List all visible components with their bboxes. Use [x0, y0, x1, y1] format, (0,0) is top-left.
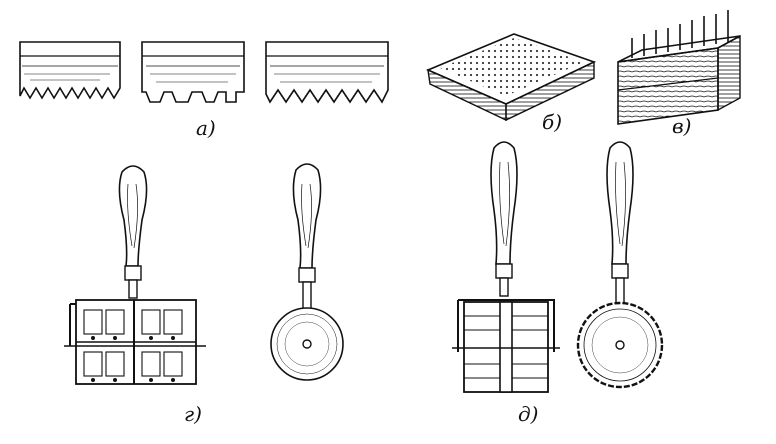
single-wheel-roller: [270, 163, 344, 381]
multi-wheel-roller: [64, 165, 206, 385]
drum-roller: [452, 141, 560, 393]
toothed-wheel-roller: [576, 141, 664, 389]
label-g: г): [184, 402, 202, 426]
label-d: д): [518, 402, 539, 426]
comb-scraper-1: [19, 41, 121, 100]
label-b: б): [542, 110, 563, 134]
comb-scraper-2: [141, 41, 245, 103]
nail-board: [425, 33, 597, 122]
label-a: а): [196, 116, 216, 140]
nailed-wood-block: [617, 10, 741, 125]
comb-scraper-3: [265, 41, 389, 104]
label-v: в): [672, 114, 692, 138]
